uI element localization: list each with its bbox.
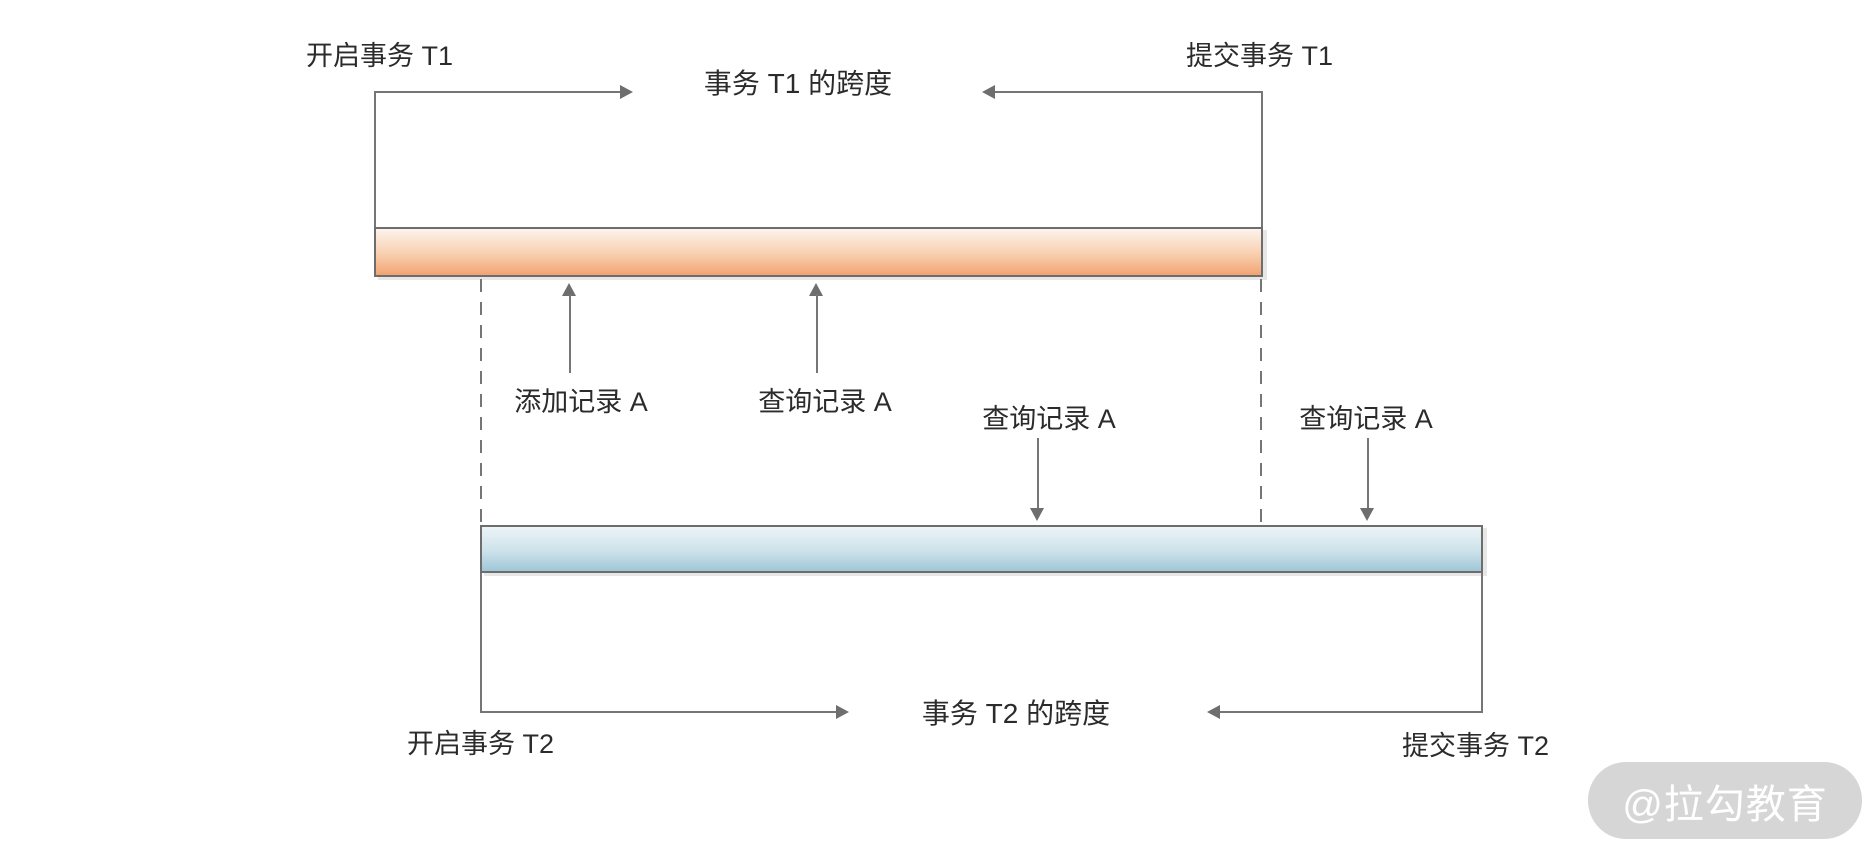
query-record-3-arrowhead-icon bbox=[1360, 508, 1374, 521]
query-record-2-arrow-line bbox=[1037, 438, 1039, 510]
t1-span-left-arrowhead-icon bbox=[982, 85, 995, 99]
query-record-1-arrow-line bbox=[816, 294, 818, 373]
t1-span-left-arrow-line bbox=[374, 91, 620, 93]
insert-record-label: 添加记录 A bbox=[514, 387, 648, 417]
t1-span-label: 事务 T1 的跨度 bbox=[703, 68, 893, 99]
t2-start-dashed-line bbox=[480, 279, 482, 526]
t2-span-left-arrowhead-icon bbox=[1207, 705, 1220, 719]
query-record-1-label: 查询记录 A bbox=[758, 387, 892, 417]
query-record-3-arrow-line bbox=[1367, 438, 1369, 510]
lagou-watermark-badge: @拉勾教育 bbox=[1588, 762, 1862, 839]
query-record-3-label: 查询记录 A bbox=[1299, 404, 1433, 434]
t2-span-right-arrow-line bbox=[1220, 711, 1483, 713]
t2-commit-label: 提交事务 T2 bbox=[1402, 731, 1550, 761]
query-record-2-arrowhead-icon bbox=[1030, 508, 1044, 521]
t1-commit-dashed-line bbox=[1260, 279, 1262, 526]
t2-bracket-left-line bbox=[480, 573, 482, 712]
t1-span-bar bbox=[374, 227, 1263, 277]
query-record-1-arrowhead-icon bbox=[809, 283, 823, 296]
t2-span-bar bbox=[480, 525, 1483, 573]
t2-span-left-arrow-line bbox=[480, 711, 836, 713]
query-record-2-label: 查询记录 A bbox=[982, 404, 1116, 434]
t1-bracket-left-line bbox=[374, 91, 376, 228]
t1-start-label: 开启事务 T1 bbox=[306, 41, 454, 71]
t2-span-label: 事务 T2 的跨度 bbox=[921, 698, 1111, 729]
t2-span-right-arrowhead-icon bbox=[836, 705, 849, 719]
t2-start-label: 开启事务 T2 bbox=[407, 729, 555, 759]
t1-bracket-right-line bbox=[1261, 91, 1263, 228]
t1-span-right-arrow-line bbox=[995, 91, 1263, 93]
t1-commit-label: 提交事务 T1 bbox=[1186, 41, 1334, 71]
insert-record-arrowhead-icon bbox=[562, 283, 576, 296]
t1-span-right-arrowhead-icon bbox=[620, 85, 633, 99]
t2-bracket-right-line bbox=[1481, 573, 1483, 712]
insert-record-arrow-line bbox=[569, 294, 571, 373]
